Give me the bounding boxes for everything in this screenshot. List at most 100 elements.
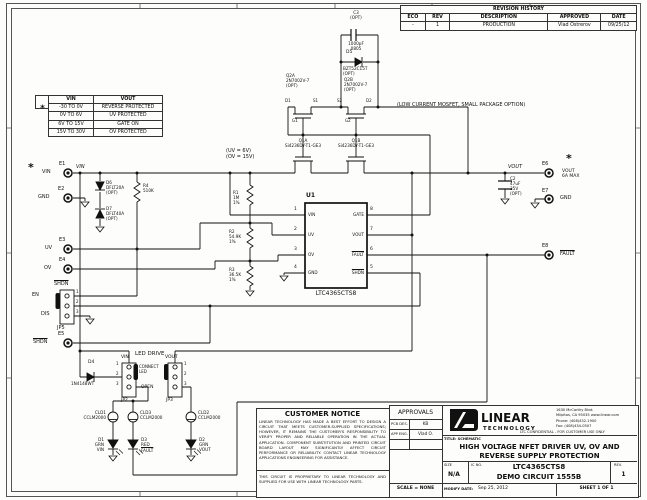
d5-part: BZT52C15T (OPT)	[343, 66, 368, 77]
e3-name: UV	[45, 245, 53, 251]
connect-led-note: CONNECT LED	[139, 364, 159, 374]
jp3-pin2: 2	[184, 371, 187, 376]
pcb-des-label: PCB DES.	[391, 422, 408, 426]
jp5-dis-label: DIS	[41, 311, 50, 317]
turret-e3-uv	[63, 244, 73, 254]
rev-desc: PRODUCTION	[449, 21, 549, 31]
titleblock-divider	[556, 483, 557, 496]
r1-label: R1 1M 1%	[233, 190, 240, 206]
th-vin: VIN	[48, 94, 94, 105]
c3-label: C3 (OPT)	[350, 10, 362, 21]
r2-label: R2 54.9K 1%	[229, 229, 242, 245]
titleblock-line	[442, 483, 637, 484]
led-d2-label: D2 GRN VOUT	[199, 437, 211, 453]
u1-body	[304, 202, 368, 289]
junction-dots	[78, 60, 507, 403]
e3-ref: E3	[59, 237, 66, 243]
vout-state: UV PROTECTED	[93, 111, 163, 121]
u1-pin-shdn: SHDN	[351, 270, 364, 275]
u1-ref: U1	[306, 192, 316, 199]
cld2-label: CLD2 CCLM2000	[198, 410, 221, 421]
vout-state: GATE ON	[93, 119, 163, 129]
u1-pinnum-8: 8	[370, 207, 373, 212]
vin-net-label: VIN	[76, 164, 85, 170]
rev-col-eco: ECO	[400, 13, 426, 23]
vin-range: 0V TO 6V	[48, 111, 94, 121]
icno-label: IC NO.	[471, 463, 483, 467]
customer-notice-footer: THIS CIRCUIT IS PROPRIETARY TO LINEAR TE…	[259, 474, 386, 485]
rev-col-date: DATE	[600, 13, 637, 23]
rev-label: REV.	[614, 463, 622, 467]
uv-ov-note: (UV = 6V) (OV = 15V)	[226, 148, 255, 161]
jp3-pin3: 3	[184, 381, 187, 386]
q2a-label: Q2A 2N7002V-7 (OPT)	[286, 73, 310, 89]
jp2-ref: JP2	[121, 398, 128, 403]
q2a-s1-pin: S1	[313, 98, 319, 103]
e8-name: FAULT	[560, 251, 575, 257]
u1-pinnum-7: 7	[370, 227, 373, 232]
cld3-label: CLD3 CCLM2000	[140, 410, 163, 421]
cld1-label: CLD1 CCLM2000	[83, 410, 106, 421]
r4-label: R4 510K	[143, 183, 154, 194]
revision-row: - 1 PRODUCTION Vlad Ostrerov 09/25/12	[400, 21, 637, 31]
company-address: 1630 McCarthy Blvd. Milpitas, CA 95035 w…	[556, 408, 620, 429]
u1-pin-fault: FAULT	[351, 252, 364, 257]
schematic-title: HIGH VOLTAGE NFET DRIVER UV, OV AND REVE…	[459, 443, 620, 460]
scale-divider	[389, 483, 442, 484]
rev-col-desc: DESCRIPTION	[449, 13, 549, 23]
notice-divider	[256, 470, 389, 471]
q2b-d2-pin: D2	[366, 98, 372, 103]
vout-state: REVERSE PROTECTED	[93, 103, 163, 113]
d4-part: 1N4148WT	[71, 381, 95, 386]
e2-name: GND	[38, 194, 50, 200]
u1-pinnum-2: 2	[294, 227, 297, 232]
g1-label: G1	[292, 118, 298, 123]
asterisk-table-cell: *	[35, 95, 50, 114]
approvals-title: APPROVALS	[397, 409, 434, 416]
customer-notice-body: LINEAR TECHNOLOGY HAS MADE A BEST EFFORT…	[259, 419, 386, 460]
jp3-ref: JP3	[166, 398, 173, 403]
asterisk-table-icon: *	[40, 104, 45, 114]
d6-label: D6 DFLT20A (OPT)	[106, 180, 125, 196]
svg-text:LINEAR: LINEAR	[481, 411, 530, 425]
e1-ref: E1	[59, 161, 66, 167]
led-d1-label: D1 GRN VIN	[94, 437, 104, 453]
e7-ref: E7	[542, 188, 549, 194]
rev-rev: 1	[424, 21, 451, 31]
e8-ref: E8	[542, 243, 549, 249]
d4-ref: D4	[88, 360, 95, 365]
e5-ref: E5	[58, 331, 65, 337]
modify-date-value: Sep 25, 2012	[478, 486, 508, 491]
jp2-title: VIN	[121, 355, 129, 360]
jp2-pin2: 2	[116, 371, 119, 376]
q2a-d1-pin: D1	[285, 98, 291, 103]
jp2-pin3: 3	[116, 381, 119, 386]
led-d3-label: D3 RED	[141, 437, 150, 448]
turret-e1-vin	[63, 168, 73, 178]
confidential-note: LTC CONFIDENTIAL - FOR CUSTOMER USE ONLY	[520, 430, 605, 434]
sheet-label: SHEET 1 OF 1	[579, 486, 614, 491]
u1-pin-ov: OV	[308, 252, 315, 257]
jp5-pin1: 1	[76, 289, 79, 294]
e4-ref: E4	[59, 257, 66, 263]
approvals-divider	[409, 419, 410, 449]
th-vout: VOUT	[93, 94, 163, 105]
app-eng-value: Vlad O.	[417, 431, 434, 436]
linear-technology-logo: LINEAR TECHNOLOGY	[450, 409, 535, 432]
u1-part: LTC4365CTS8	[315, 290, 357, 297]
u1-pin-vin: VIN	[308, 212, 316, 217]
led-d3-fault-label: FAULT	[141, 448, 154, 453]
u1-pinnum-6: 6	[370, 247, 373, 252]
u1-pinnum-3: 3	[294, 247, 297, 252]
demo-circuit: DEMO CIRCUIT 1555B	[496, 473, 582, 481]
u1-pinnum-5: 5	[370, 265, 373, 270]
q2b-s2-pin: S2	[337, 98, 343, 103]
rev-eco: -	[400, 21, 426, 31]
vin-range: -30 TO 0V	[48, 103, 94, 113]
diodes	[86, 57, 363, 456]
turret-e5-shdn	[63, 338, 73, 348]
